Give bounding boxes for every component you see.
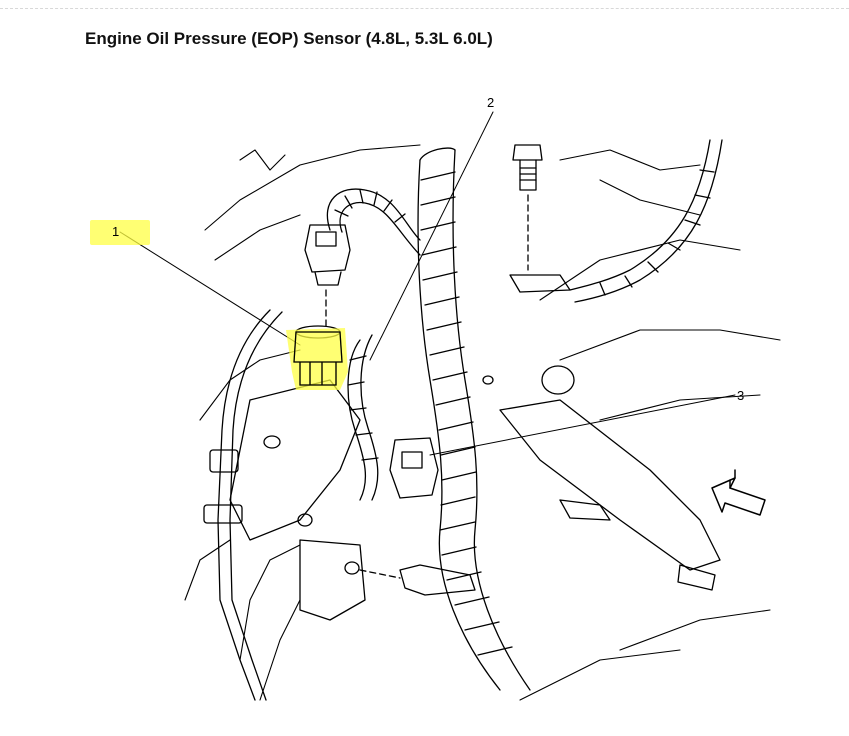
leader-lines: [119, 111, 736, 456]
clip-guide-line: [359, 569, 401, 579]
right-harness: [569, 139, 723, 303]
leader-line-2: [369, 111, 494, 361]
engine-block: [184, 144, 781, 701]
callout-label-2: 2: [487, 95, 494, 110]
diagram-title: Engine Oil Pressure (EOP) Sensor (4.8L, …: [85, 29, 493, 48]
callout-label-3: 3: [737, 388, 744, 403]
top-divider: [0, 0, 849, 9]
leader-line-3: [429, 394, 736, 456]
harness-clip: [359, 564, 476, 596]
bolt: [509, 144, 571, 293]
callout-label-1: 1: [112, 224, 119, 239]
direction-arrow-icon: [711, 469, 766, 516]
harness-connector: [389, 437, 439, 499]
sensor-lead-harness: [326, 188, 421, 256]
leader-line-1: [119, 231, 301, 346]
sensor-highlight: [90, 220, 348, 390]
sensor-connector: [304, 224, 351, 286]
harness-branch: [347, 334, 379, 501]
oil-line-tube: [203, 309, 283, 701]
mounting-bracket: [229, 379, 366, 621]
